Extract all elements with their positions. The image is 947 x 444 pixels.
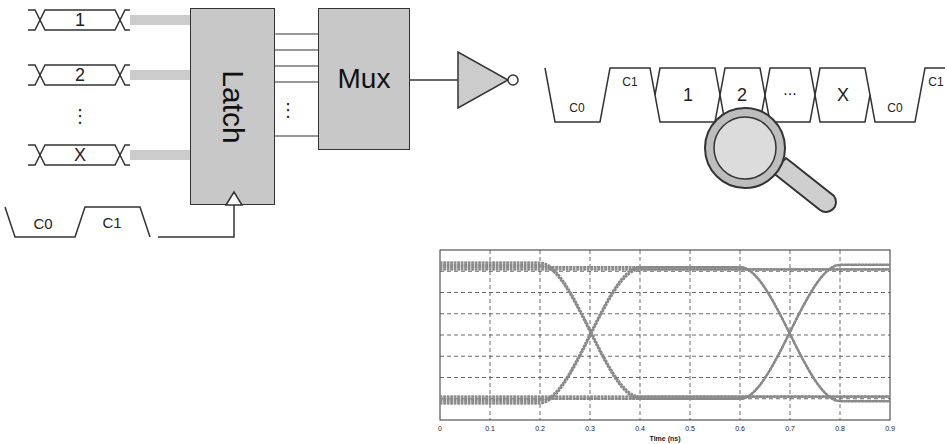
eye-trace <box>440 265 890 399</box>
data-bit-label: 1 <box>683 86 693 104</box>
tick-label: 0.3 <box>585 425 595 432</box>
clock-phase: C1 <box>928 76 943 88</box>
ellipsis: ⋮ <box>71 107 89 125</box>
grid-line <box>440 335 890 336</box>
data-bit-label: X <box>74 146 86 164</box>
clock-phase: C0 <box>33 216 52 231</box>
magnifying-glass <box>705 108 836 212</box>
clock-phase: C0 <box>887 102 902 114</box>
tick-label: 0.6 <box>735 425 745 432</box>
mux-box: Mux <box>318 8 410 150</box>
eye-trace <box>440 269 890 403</box>
grid-line <box>440 271 890 272</box>
grid-line <box>440 313 890 314</box>
latch-box: Latch <box>190 8 275 205</box>
eye-traces <box>440 263 890 404</box>
eye-trace <box>440 267 890 401</box>
clock-phase: C1 <box>102 215 121 230</box>
eye-trace <box>440 265 890 399</box>
eye-trace <box>440 263 890 397</box>
tick-label: 0.7 <box>785 425 795 432</box>
clock-triangle <box>226 192 242 205</box>
input-wire <box>130 150 190 160</box>
clock-phase: C1 <box>622 76 637 88</box>
input-wire <box>130 15 190 25</box>
eye-trace <box>440 393 890 397</box>
clock-phase: C0 <box>569 102 584 114</box>
data-bit-label: 1 <box>75 11 85 29</box>
box-label: Latch <box>216 70 250 143</box>
eye-trace <box>440 265 890 399</box>
eye-trace <box>440 269 890 403</box>
tick-label: 0.9 <box>885 425 895 432</box>
data-bit-label: X <box>837 86 849 104</box>
eye-trace <box>440 267 890 401</box>
eye-diagram <box>430 250 895 420</box>
parallel-connector <box>275 33 318 34</box>
eye-trace <box>440 267 890 401</box>
grid-line <box>440 292 890 293</box>
grid-line <box>690 250 691 420</box>
inverter-bubble <box>508 75 518 85</box>
data-bus <box>28 145 130 165</box>
tick-label: 0.8 <box>835 425 845 432</box>
data-bus <box>28 65 130 85</box>
clock-waveform <box>5 207 150 237</box>
grid-line <box>440 377 890 378</box>
eye-trace <box>440 265 890 399</box>
tick-label: 0.2 <box>535 425 545 432</box>
tick-label: 0.4 <box>635 425 645 432</box>
grid-line <box>740 250 741 420</box>
axis-title: Time (ns) <box>650 435 681 442</box>
eye-trace <box>440 268 890 270</box>
clock-wire <box>158 205 234 237</box>
glass-lens <box>714 117 776 179</box>
mux-output-wire <box>410 79 458 81</box>
tick-label: 0 <box>438 425 442 432</box>
data-bit-label: 2 <box>737 86 747 104</box>
eye-trace <box>440 269 890 273</box>
box-label: Mux <box>338 63 391 95</box>
data-bit-label: 2 <box>75 66 85 84</box>
input-wires <box>130 15 190 160</box>
eye-trace <box>440 263 890 397</box>
ellipsis: ⋮ <box>279 101 297 119</box>
inverting-buffer <box>458 52 508 108</box>
eye-trace <box>440 267 890 401</box>
input-buses <box>28 10 130 165</box>
ellipsis: ... <box>783 82 796 98</box>
input-wire <box>130 70 190 80</box>
data-bus <box>28 10 130 30</box>
tick-label: 0.5 <box>685 425 695 432</box>
glass-rim <box>705 108 785 188</box>
tick-label: 0.1 <box>485 425 495 432</box>
grid-line <box>440 356 890 357</box>
